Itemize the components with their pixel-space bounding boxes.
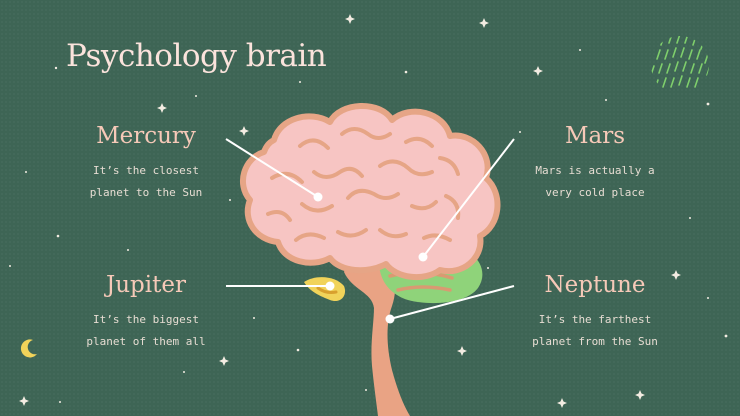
mercury-dot [313,192,323,202]
mars-description: Mars is actually a very cold place [495,160,695,204]
pons-highlight [304,277,346,302]
mars-description-line-2: very cold place [545,186,645,199]
mercury-description: It’s the closest planet to the Sun [46,160,246,204]
mercury-heading: Mercury [96,123,196,149]
neptune-description-line-2: planet from the Sun [532,335,658,348]
star-icon [239,126,249,136]
jupiter-description-line-2: planet of them all [86,335,206,348]
mercury-connector [225,138,319,198]
star-icon [219,356,229,366]
crescent-moon-icon [20,339,37,358]
neptune-dot [385,314,395,324]
star-icon [557,398,567,408]
jupiter-dot [325,281,335,291]
connector-dots [313,192,428,324]
star-icon [635,390,645,400]
star-icon [345,14,355,24]
jupiter-description: It’s the biggest planet of them all [46,309,246,353]
mars-dot [418,252,428,262]
jupiter-heading: Jupiter [106,272,186,298]
star-field [9,14,728,408]
neptune-heading: Neptune [544,272,646,298]
neptune-connector [389,285,515,320]
star-icon [479,18,489,28]
striped-planet-icon [651,36,709,90]
star-icon [671,270,681,280]
star-icon [19,396,29,406]
neptune-description-line-1: It’s the farthest [538,313,652,326]
neptune-description: It’s the farthest planet from the Sun [495,309,695,353]
brainstem [344,259,410,416]
cerebrum-folds [266,127,461,242]
star-icon [457,346,467,356]
mars-description-line-1: Mars is actually a [535,164,655,177]
connector-lines [225,138,515,320]
jupiter-description-line-1: It’s the biggest [93,313,199,326]
mercury-description-line-1: It’s the closest [93,164,199,177]
star-icon [533,66,543,76]
star-icon [157,103,167,113]
mercury-description-line-2: planet to the Sun [89,186,203,199]
mars-heading: Mars [564,123,626,149]
mars-connector [422,138,515,258]
slide-title: Psychology brain [66,38,327,74]
brain-illustration [239,103,501,416]
